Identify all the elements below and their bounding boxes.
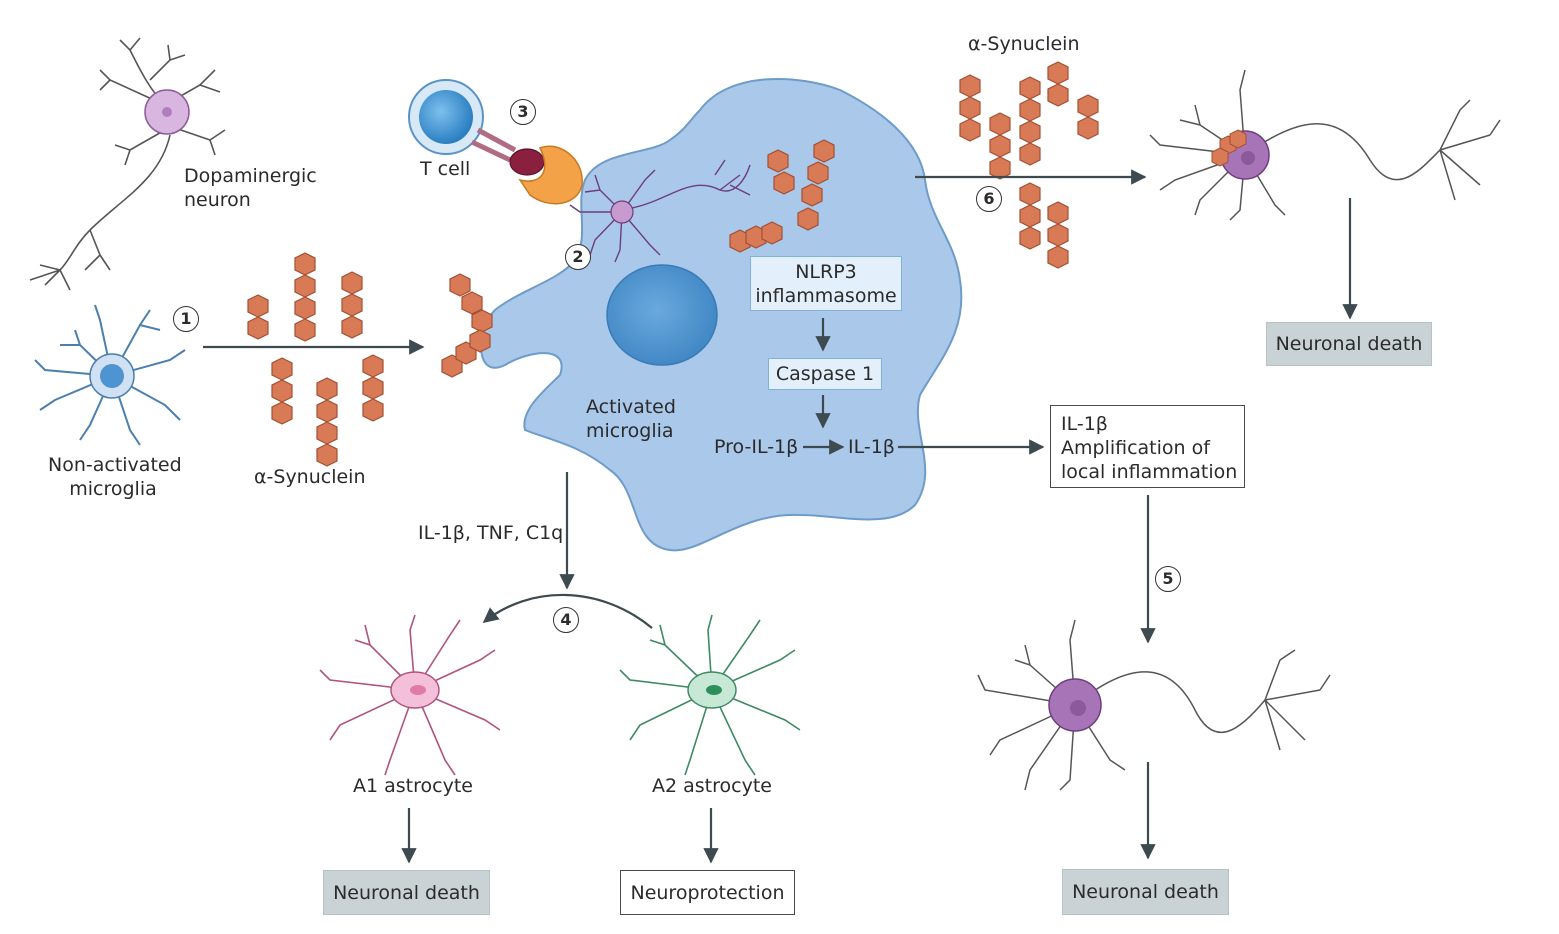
il1b-label: IL-1β — [848, 436, 895, 458]
neuroprotection-box: Neuroprotection — [620, 870, 795, 915]
neuronal-death-bottom-right-box: Neuronal death — [1062, 869, 1229, 915]
antigen — [509, 148, 545, 176]
alpha-synuclein-top-label: α-Synuclein — [968, 33, 1080, 55]
a2-astrocyte-label: A2 astrocyte — [652, 775, 772, 797]
tcr-receptor — [470, 127, 517, 163]
arrows — [203, 169, 1358, 864]
a2-astrocyte — [619, 614, 801, 776]
alpha-synuclein-left — [247, 252, 384, 467]
alpha-synuclein-top — [959, 61, 1099, 269]
cytokines-label: IL-1β, TNF, C1q — [418, 522, 564, 544]
neuron-top-right — [1149, 69, 1501, 221]
neuronal-death-top-right-box: Neuronal death — [1266, 322, 1432, 366]
activated-microglia-label: Activated microglia — [586, 396, 676, 442]
non-activated-microglia-label: Non-activated microglia — [48, 454, 182, 500]
t-cell-label: T cell — [420, 158, 471, 180]
a1-astrocyte-label: A1 astrocyte — [353, 775, 473, 797]
a1-astrocyte — [319, 614, 501, 776]
step-4-badge: 4 — [553, 607, 579, 633]
il1b-amplification-box: IL-1β Amplification of local inflammatio… — [1050, 405, 1245, 488]
neuron-bottom-right — [977, 619, 1331, 791]
step-1-badge: 1 — [173, 306, 199, 332]
step-5-badge: 5 — [1155, 566, 1181, 592]
nlrp3-inflammasome-box: NLRP3 inflammasome — [750, 256, 902, 311]
dopaminergic-neuron-label: Dopaminergic neuron — [184, 165, 317, 211]
neuronal-death-a1-box: Neuronal death — [323, 870, 490, 915]
synuclein-on-microglia — [441, 273, 493, 378]
phagocytosed-neuron — [569, 159, 751, 263]
microglia-nucleus — [606, 264, 718, 366]
step-3-badge: 3 — [510, 99, 536, 125]
alpha-synuclein-left-label: α-Synuclein — [254, 466, 366, 488]
dopaminergic-neuron — [29, 37, 226, 291]
pro-il1b-label: Pro-IL-1β — [714, 436, 799, 458]
step-2-badge: 2 — [565, 244, 591, 270]
step-6-badge: 6 — [976, 186, 1002, 212]
non-activated-microglia — [34, 304, 186, 446]
caspase1-box: Caspase 1 — [768, 358, 882, 390]
mhc-receptor — [518, 145, 583, 205]
synuclein-internalized — [729, 139, 835, 253]
